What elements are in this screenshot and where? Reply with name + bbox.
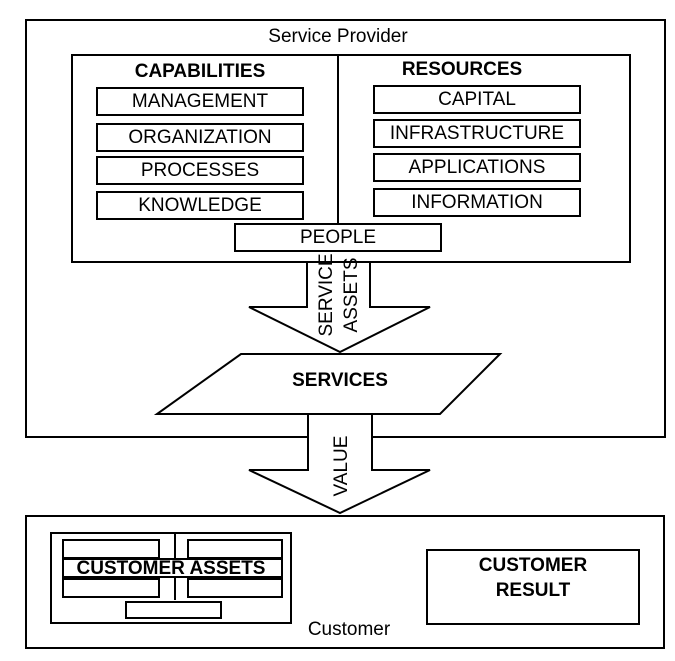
people-label: PEOPLE (300, 227, 376, 248)
service-assets-label-1: SERVICE (316, 253, 337, 336)
capabilities-list: MANAGEMENT ORGANIZATION PROCESSES KNOWLE… (96, 87, 304, 220)
service-assets-label-2: ASSETS (341, 258, 362, 333)
resource-item (373, 153, 581, 182)
resources-heading: RESOURCES (402, 59, 522, 80)
resource-item (373, 188, 581, 217)
capability-item (96, 123, 304, 152)
customer-assets-group: CUSTOMER ASSETS (50, 532, 292, 624)
services-label: SERVICES (292, 370, 388, 391)
customer-result-label-2: RESULT (496, 580, 571, 601)
resource-label: CAPITAL (438, 89, 516, 110)
capabilities-heading: CAPABILITIES (135, 61, 266, 82)
capability-item (96, 191, 304, 220)
capability-label: KNOWLEDGE (138, 195, 262, 216)
customer-result-box (426, 549, 640, 625)
capability-label: MANAGEMENT (132, 91, 269, 112)
resource-label: INFRASTRUCTURE (390, 123, 564, 144)
resource-label: INFORMATION (411, 192, 543, 213)
capability-label: ORGANIZATION (128, 127, 271, 148)
resource-item (373, 119, 581, 148)
capability-item (96, 87, 304, 116)
services-shape (153, 353, 503, 415)
resource-label: APPLICATIONS (409, 157, 546, 178)
resources-list: CAPITAL INFRASTRUCTURE APPLICATIONS INFO… (373, 85, 581, 217)
capability-item (96, 156, 304, 185)
customer-title: Customer (308, 619, 391, 640)
value-arrow (248, 413, 431, 515)
resource-item (373, 85, 581, 114)
customer-assets-label: CUSTOMER ASSETS (77, 558, 266, 579)
people-box (234, 223, 442, 252)
service-provider-title: Service Provider (268, 26, 408, 47)
service-assets-arrow (248, 261, 431, 354)
customer-result-label-1: CUSTOMER (479, 555, 588, 576)
value-label: VALUE (331, 436, 352, 497)
capability-label: PROCESSES (141, 160, 259, 181)
